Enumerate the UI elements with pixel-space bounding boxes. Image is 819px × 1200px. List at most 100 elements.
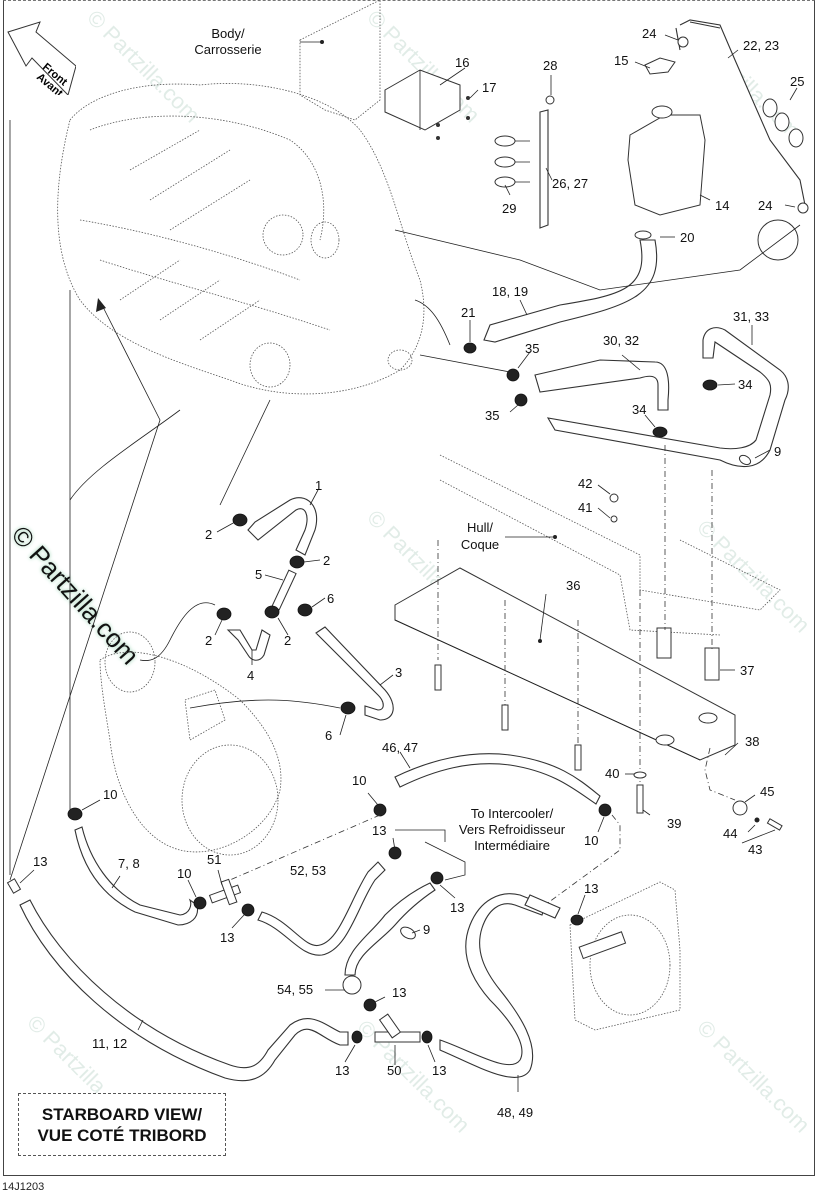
- callout-34b: 34: [738, 377, 752, 392]
- callout-52-53: 52, 53: [290, 863, 326, 878]
- callout-41: 41: [578, 500, 592, 515]
- callout-29: 29: [502, 201, 516, 216]
- fittings-43-45: [704, 747, 783, 831]
- callout-6b: 6: [325, 728, 332, 743]
- callout-21: 21: [461, 305, 475, 320]
- callout-14: 14: [715, 198, 729, 213]
- callout-35b: 35: [485, 408, 499, 423]
- callout-13g: 13: [335, 1063, 349, 1078]
- callout-10b: 10: [584, 833, 598, 848]
- diagram-frame: [3, 0, 815, 1176]
- callout-13d: 13: [450, 900, 464, 915]
- callouts: 16 17 28 29 26, 27 24 15 22, 23 25 14 24…: [33, 26, 804, 1120]
- hose-7-8: [74, 826, 199, 926]
- callout-31-33: 31, 33: [733, 309, 769, 324]
- callout-2c: 2: [205, 633, 212, 648]
- callout-34: 34: [632, 402, 646, 417]
- view-label-fr: VUE COTÉ TRIBORD: [37, 1125, 207, 1145]
- callout-2b: 2: [323, 553, 330, 568]
- heat-exchanger-plate-36: [394, 567, 736, 761]
- callout-40: 40: [605, 766, 619, 781]
- callout-44: 44: [723, 826, 737, 841]
- callout-22-23: 22, 23: [743, 38, 779, 53]
- callout-16: 16: [455, 55, 469, 70]
- view-label-box: STARBOARD VIEW/ VUE COTÉ TRIBORD: [18, 1093, 226, 1156]
- callout-48-49: 48, 49: [497, 1105, 533, 1120]
- callout-13c: 13: [372, 823, 386, 838]
- callout-37: 37: [740, 663, 754, 678]
- hose-4: [226, 629, 271, 661]
- hull-section: [439, 454, 781, 636]
- hose-3: [315, 626, 394, 721]
- callout-4: 4: [247, 668, 254, 683]
- clamps-29: [494, 135, 530, 188]
- hose-1: [247, 497, 318, 556]
- coolant-reservoir: [627, 19, 809, 261]
- callout-46-47: 46, 47: [382, 740, 418, 755]
- callout-15: 15: [614, 53, 628, 68]
- front-arrow-icon: Front Avant: [7, 21, 76, 95]
- callout-13h: 13: [432, 1063, 446, 1078]
- hose-54-55: [344, 882, 436, 976]
- callout-45: 45: [760, 784, 774, 799]
- hose-48-49: [439, 893, 546, 1078]
- callout-1: 1: [315, 478, 322, 493]
- callout-10: 10: [352, 773, 366, 788]
- view-label-en: STARBOARD VIEW/: [41, 1104, 203, 1124]
- callout-42: 42: [578, 476, 592, 491]
- callout-38: 38: [745, 734, 759, 749]
- callout-2: 2: [205, 527, 212, 542]
- callout-28: 28: [543, 58, 557, 73]
- svg-text:Vers Refroidisseur: Vers Refroidisseur: [459, 822, 566, 837]
- clamps-25: [762, 98, 804, 148]
- svg-text:Intermédiaire: Intermédiaire: [474, 838, 550, 853]
- water-pump: [524, 881, 681, 1031]
- callout-7-8: 7, 8: [118, 856, 140, 871]
- callout-24b: 24: [758, 198, 772, 213]
- svg-text:Coque: Coque: [461, 537, 499, 552]
- svg-text:Body/: Body/: [211, 26, 245, 41]
- callout-13: 13: [33, 854, 47, 869]
- hose-31-33: [546, 327, 789, 468]
- note-intercooler: To Intercooler/ Vers Refroidisseur Inter…: [459, 806, 566, 853]
- callout-54-55: 54, 55: [277, 982, 313, 997]
- callout-3: 3: [395, 665, 402, 680]
- callout-5: 5: [255, 567, 262, 582]
- engine-block: [57, 83, 425, 395]
- svg-text:To Intercooler/: To Intercooler/: [471, 806, 554, 821]
- callout-9b: 9: [423, 922, 430, 937]
- bracket-16: [384, 69, 470, 140]
- hose-30-32: [534, 359, 670, 411]
- callout-10c: 10: [103, 787, 117, 802]
- hose-18-19: [483, 239, 658, 343]
- hose-46-47: [394, 753, 601, 805]
- callout-36: 36: [566, 578, 580, 593]
- callout-35: 35: [525, 341, 539, 356]
- callout-13f: 13: [392, 985, 406, 1000]
- callout-13b: 13: [220, 930, 234, 945]
- reservoir-cap: [644, 57, 676, 75]
- callout-24: 24: [642, 26, 656, 41]
- callout-11-12: 11, 12: [92, 1036, 127, 1051]
- callout-10d: 10: [177, 866, 191, 881]
- callout-18-19: 18, 19: [492, 284, 528, 299]
- hose-11-12: [19, 899, 349, 1082]
- body-panel: [299, 0, 381, 121]
- callout-51: 51: [207, 852, 221, 867]
- hose-52-53: [257, 861, 386, 956]
- callout-20: 20: [680, 230, 694, 245]
- intercooler: [99, 631, 282, 856]
- callout-43: 43: [748, 842, 762, 857]
- callout-39: 39: [667, 816, 681, 831]
- y-fitting-50: [351, 1013, 433, 1044]
- note-hull: Hull/ Coque: [461, 520, 553, 552]
- callout-26-27: 26, 27: [552, 176, 588, 191]
- hose-26-27: [539, 109, 549, 229]
- svg-text:Carrosserie: Carrosserie: [194, 42, 261, 57]
- callout-13e: 13: [584, 881, 598, 896]
- figure-id: 14J1203: [2, 1181, 45, 1193]
- svg-text:Hull/: Hull/: [467, 520, 493, 535]
- callout-6: 6: [327, 591, 334, 606]
